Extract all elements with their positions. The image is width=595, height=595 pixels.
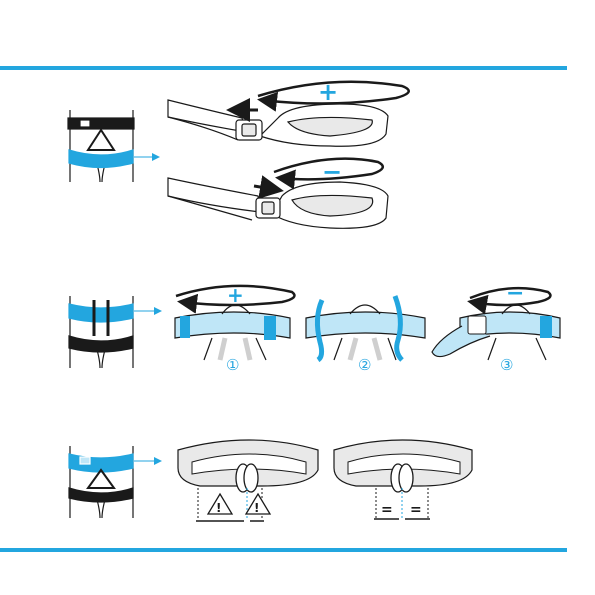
body-figure-waist: [69, 296, 133, 368]
body-figure-leg-loops: [68, 110, 134, 182]
belt-off-center: ! !: [178, 440, 318, 521]
equal-sign-icon: =: [381, 502, 393, 518]
panel-waist-belt-steps: + ① ② − ③: [69, 281, 560, 374]
bottom-divider: [0, 548, 567, 552]
plus-icon: +: [227, 283, 244, 307]
top-divider: [0, 66, 567, 70]
equal-sign-icon: =: [410, 502, 422, 518]
step-2-label: ②: [358, 356, 371, 374]
warning-sign-left: !: [216, 501, 221, 515]
pull-arrow-loosen: [254, 186, 278, 190]
step-1-label: ①: [226, 356, 239, 374]
step-3-label: ③: [500, 356, 513, 374]
step-2-harness: ②: [306, 296, 425, 374]
minus-icon: −: [322, 158, 342, 186]
belt-centered: = =: [334, 440, 472, 519]
panel-leg-loop-adjustment: + −: [68, 78, 409, 228]
buckle-loosen: [168, 178, 388, 228]
step-3-harness: − ③: [432, 281, 560, 374]
minus-icon: −: [506, 281, 524, 306]
body-figure-belt: [69, 446, 133, 518]
panel-belt-centering: ! ! = =: [69, 440, 472, 521]
warning-sign-right: !: [254, 501, 259, 515]
plus-icon: +: [318, 78, 338, 106]
step-1-harness: + ①: [175, 283, 294, 374]
buckle-tighten: [168, 100, 388, 146]
